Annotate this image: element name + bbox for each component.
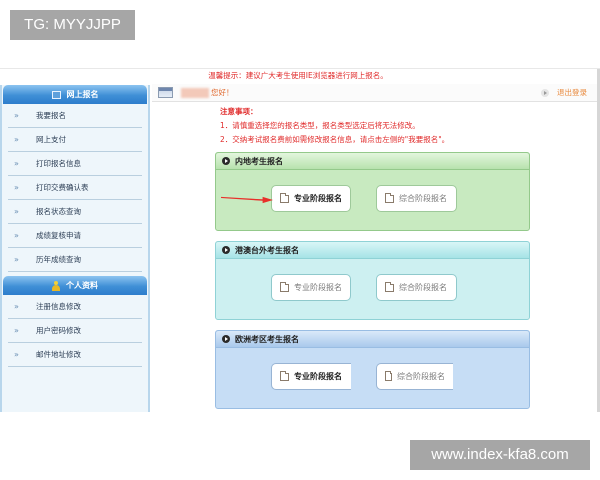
browser-notice: 温馨提示：建议广大考生使用IE浏览器进行网上报名。 [208, 71, 388, 80]
panel-europe-registration: 欧洲考区考生报名 专业阶段报名 综合阶段报名 [215, 330, 530, 409]
watermark-bottom: www.index-kfa8.com [410, 440, 590, 470]
button-label: 综合阶段报名 [399, 194, 447, 203]
sidebar-item-label: 注册信息修改 [36, 302, 81, 311]
sidebar-item-label: 成绩复核申请 [36, 231, 81, 240]
folder-icon [280, 370, 289, 381]
watermark-top: TG: MYYJJPP [10, 10, 135, 40]
sidebar-item-change-password[interactable]: » 用户密码修改 [8, 319, 142, 343]
monitor-icon [51, 90, 61, 99]
sidebar-item-register[interactable]: » 我要报名 [8, 104, 142, 128]
sidebar: 网上报名 » 我要报名 » 网上支付 » 打印报名信息 » 打印交费确认表 » … [0, 85, 150, 412]
comprehensive-stage-button[interactable]: 综合阶段报名 [376, 185, 457, 212]
double-chevron-icon: » [14, 326, 19, 335]
notes-title: 注意事项： [220, 107, 258, 116]
sidebar-section-title: 个人资料 [66, 281, 98, 290]
double-chevron-icon: » [14, 231, 19, 240]
professional-stage-button[interactable]: 专业阶段报名 [271, 185, 351, 212]
logout-label: 退出登录 [557, 88, 587, 97]
professional-stage-button[interactable]: 专业阶段报名 [271, 274, 351, 301]
sidebar-section-personal-info: 个人资料 [3, 276, 147, 295]
arrow-circle-icon [222, 246, 230, 254]
panel-mainland-registration: 内地考生报名 专业阶段报名 综合阶段报名 [215, 152, 530, 231]
folder-icon [280, 281, 289, 292]
scrollbar[interactable] [597, 69, 600, 412]
play-circle-icon [541, 89, 549, 97]
panel-title: 欧洲考区考生报名 [235, 334, 299, 344]
double-chevron-icon: » [14, 111, 19, 120]
panel-hk-macao-taiwan-registration: 港澳台外考生报名 专业阶段报名 综合阶段报名 [215, 241, 530, 320]
person-icon [52, 280, 60, 291]
panel-title: 内地考生报名 [235, 156, 283, 166]
arrow-circle-icon [222, 157, 230, 165]
sidebar-item-label: 网上支付 [36, 135, 66, 144]
button-label: 综合阶段报名 [397, 372, 445, 381]
notes: 注意事项： 1．请慎重选择您的报名类型，报名类型选定后将无法修改。 2．交纳考试… [220, 105, 449, 147]
double-chevron-icon: » [14, 350, 19, 359]
button-label: 专业阶段报名 [294, 194, 342, 203]
sidebar-item-change-email[interactable]: » 邮件地址修改 [8, 343, 142, 367]
sidebar-item-label: 邮件地址修改 [36, 350, 81, 359]
sidebar-item-label: 打印报名信息 [36, 159, 81, 168]
panel-header: 内地考生报名 [216, 153, 529, 170]
sidebar-item-label: 历年成绩查询 [36, 255, 81, 264]
sidebar-item-print-payment-confirmation[interactable]: » 打印交费确认表 [8, 176, 142, 200]
button-label: 综合阶段报名 [399, 283, 447, 292]
red-arrow-annotation-icon [221, 196, 273, 204]
user-bar: 您好！ 退出登录 [152, 84, 597, 102]
double-chevron-icon: » [14, 159, 19, 168]
sidebar-section-title: 网上报名 [66, 90, 99, 99]
double-chevron-icon: » [14, 255, 19, 264]
panel-header: 欧洲考区考生报名 [216, 331, 529, 348]
sidebar-item-online-payment[interactable]: » 网上支付 [8, 128, 142, 152]
username-redacted [181, 88, 209, 98]
logout-link[interactable]: 退出登录 [541, 86, 587, 100]
arrow-circle-icon [222, 335, 230, 343]
sidebar-item-edit-registration-info[interactable]: » 注册信息修改 [8, 295, 142, 319]
double-chevron-icon: » [14, 207, 19, 216]
sidebar-item-label: 用户密码修改 [36, 326, 81, 335]
panel-title: 港澳台外考生报名 [235, 245, 299, 255]
sidebar-item-label: 我要报名 [36, 111, 66, 120]
double-chevron-icon: » [14, 302, 19, 311]
registration-page: 温馨提示：建议广大考生使用IE浏览器进行网上报名。 网上报名 » 我要报名 » … [0, 68, 600, 412]
button-label: 专业阶段报名 [294, 283, 342, 292]
button-label: 专业阶段报名 [294, 372, 342, 381]
double-chevron-icon: » [14, 135, 19, 144]
sidebar-item-status-query[interactable]: » 报名状态查询 [8, 200, 142, 224]
greeting: 您好！ [211, 88, 234, 97]
sidebar-item-label: 打印交费确认表 [36, 183, 89, 192]
comprehensive-stage-button[interactable]: 综合阶段报名 [376, 274, 457, 301]
professional-stage-button[interactable]: 专业阶段报名 [271, 363, 351, 390]
sidebar-item-score-history[interactable]: » 历年成绩查询 [8, 248, 142, 272]
note-line: 1．请慎重选择您的报名类型，报名类型选定后将无法修改。 [220, 121, 420, 130]
sidebar-item-score-review[interactable]: » 成绩复核申请 [8, 224, 142, 248]
sidebar-section-online-registration: 网上报名 [3, 85, 147, 104]
folder-icon [385, 370, 392, 381]
comprehensive-stage-button[interactable]: 综合阶段报名 [376, 363, 453, 390]
panel-header: 港澳台外考生报名 [216, 242, 529, 259]
folder-icon [385, 192, 394, 203]
note-line: 2．交纳考试报名费前如需修改报名信息，请点击左侧的"我要报名"。 [220, 135, 450, 144]
folder-icon [385, 281, 394, 292]
sidebar-item-label: 报名状态查询 [36, 207, 81, 216]
double-chevron-icon: » [14, 183, 19, 192]
sidebar-item-print-registration[interactable]: » 打印报名信息 [8, 152, 142, 176]
user-card-icon [158, 87, 173, 98]
folder-icon [280, 192, 289, 203]
